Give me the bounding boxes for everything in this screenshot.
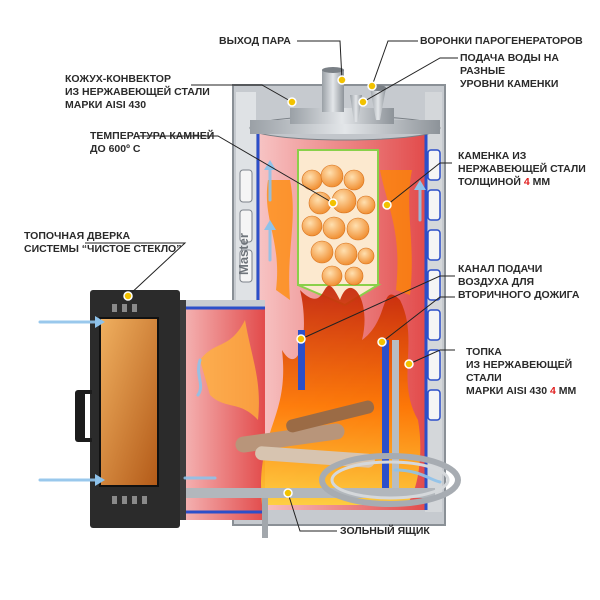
label-air-channel: КАНАЛ ПОДАЧИ ВОЗДУХА ДЛЯ ВТОРИЧНОГО ДОЖИ… — [458, 263, 580, 301]
secondary-air-pipes — [298, 330, 399, 490]
label-stone-temperature: ТЕМПЕРАТУРА КАМНЕЙ ДО 600º С — [90, 130, 215, 155]
leader-lines — [85, 40, 458, 532]
label-steam-funnels: ВОРОНКИ ПАРОГЕНЕРАТОРОВ — [420, 35, 583, 47]
air-flow-arrows — [38, 168, 442, 484]
label-steam-outlet: ВЫХОД ПАРА — [219, 35, 291, 47]
label-casing: КОЖУХ-КОНВЕКТОР ИЗ НЕРЖАВЕЮЩЕЙ СТАЛИ МАР… — [65, 73, 210, 111]
label-firebox-door: ТОПОЧНАЯ ДВЕРКА СИСТЕМЫ “ЧИСТОЕ СТЕКЛО” — [24, 230, 182, 255]
label-firebox: ТОПКА ИЗ НЕРЖАВЕЮЩЕЙ СТАЛИ МАРКИ AISI 43… — [466, 346, 577, 397]
stone-basket — [297, 149, 382, 307]
steam-pipes — [290, 67, 394, 124]
brand-text: Master — [236, 233, 251, 275]
callout-markers — [123, 75, 414, 498]
label-stone-box: КАМЕНКА ИЗ НЕРЖАВЕЮЩЕЙ СТАЛИ ТОЛЩИНОЙ 4 … — [458, 150, 586, 188]
firebox-door — [75, 290, 186, 528]
label-water-supply: ПОДАЧА ВОДЫ НА РАЗНЫЕ УРОВНИ КАМЕНКИ — [460, 52, 559, 90]
label-ash-box: ЗОЛЬНЫЙ ЯЩИК — [340, 525, 430, 537]
ash-drawer — [180, 453, 461, 538]
